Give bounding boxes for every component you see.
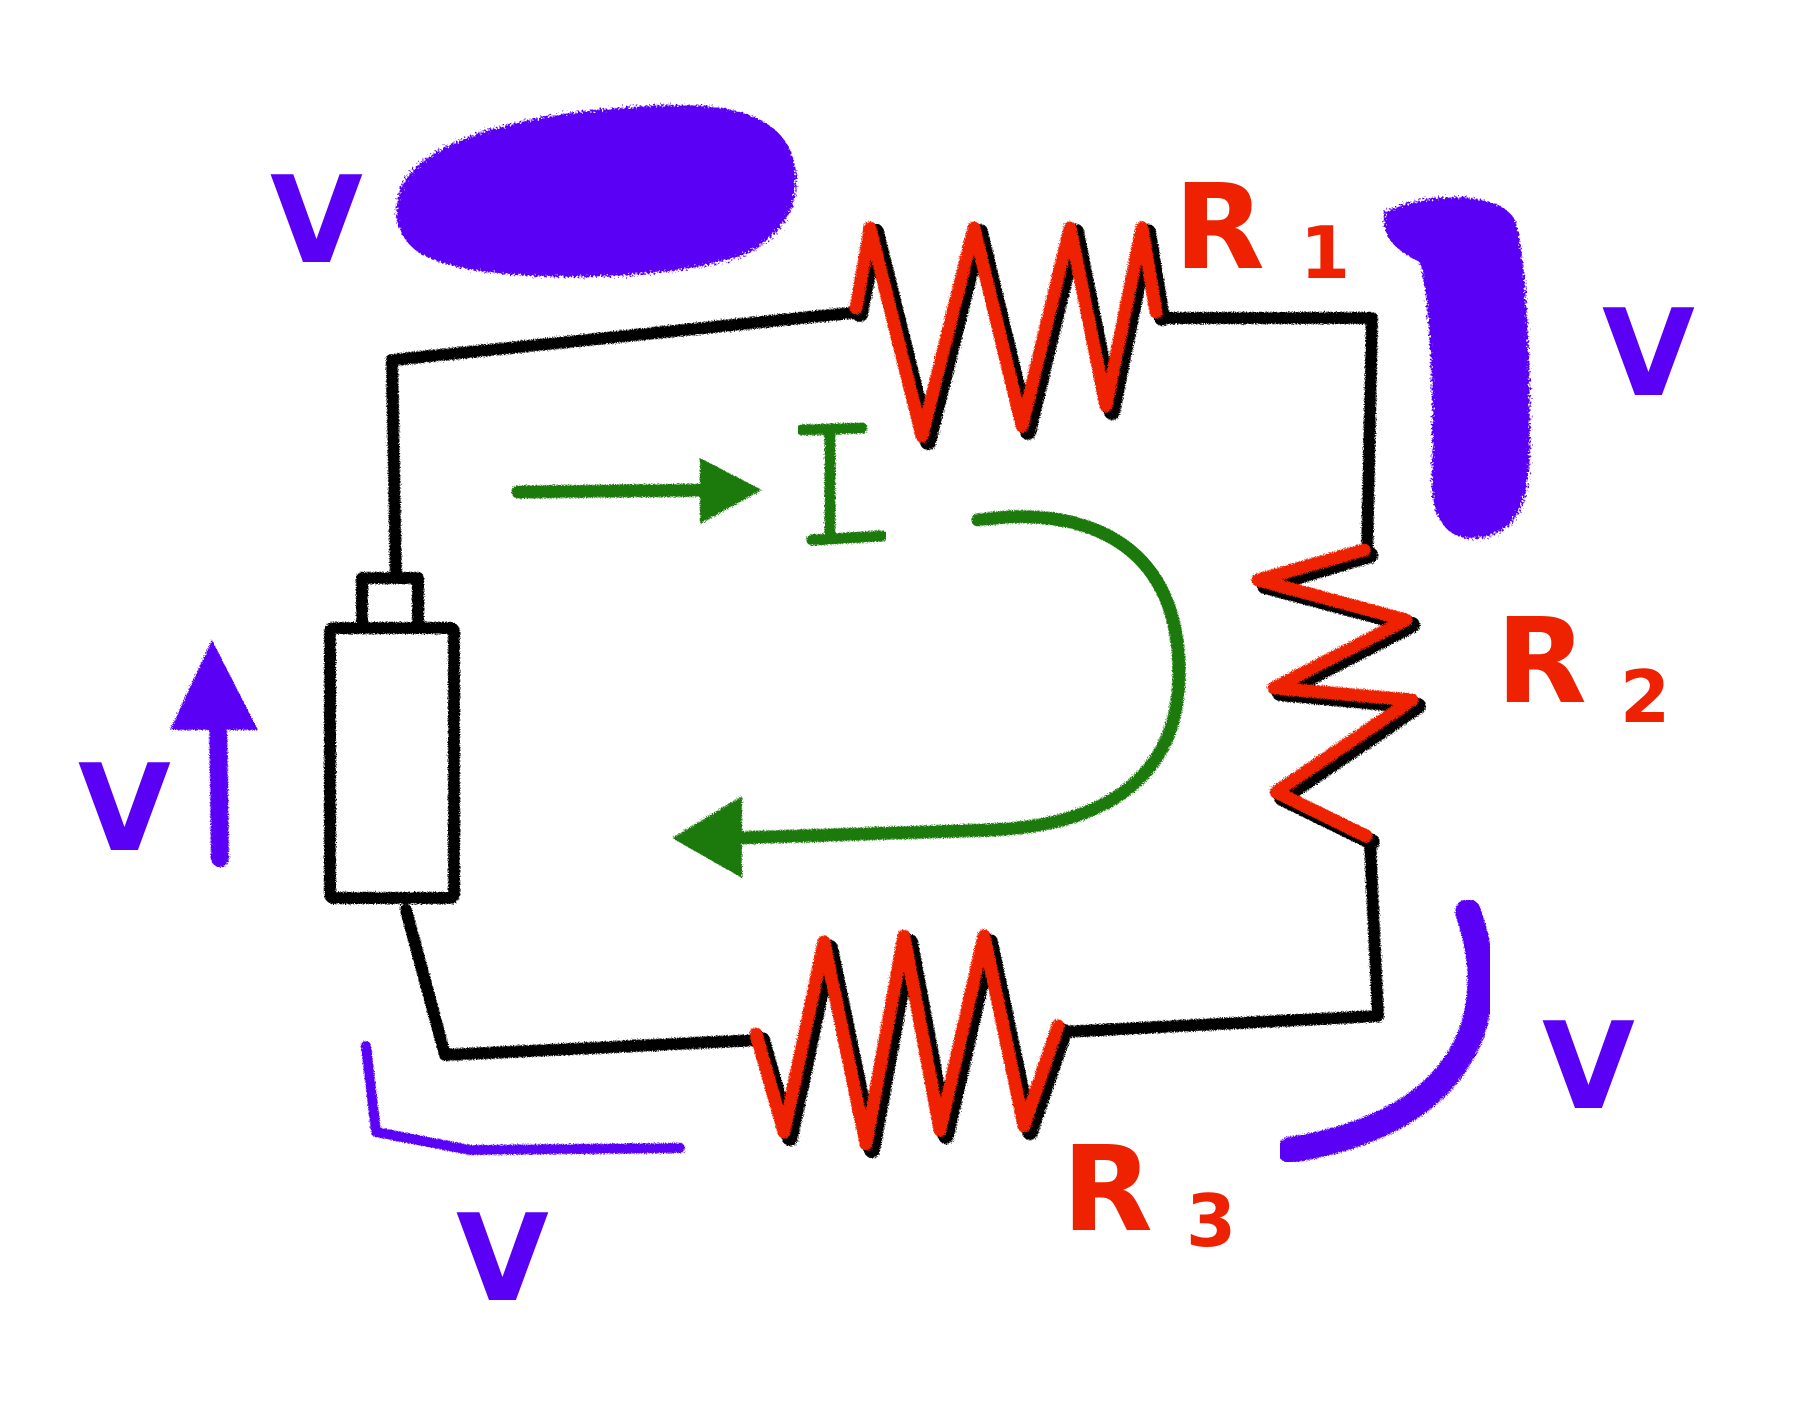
r2-subscript: 2 [1620, 655, 1670, 739]
current-arrow-top [511, 458, 762, 524]
source-voltage: V [78, 640, 258, 879]
voltage-right-top-label: V [1602, 285, 1695, 424]
r3-subscript: 3 [1186, 1179, 1236, 1263]
r1-subscript: 1 [1300, 211, 1350, 295]
resistor-r3 [749, 929, 1072, 1158]
current-arrow-loop [672, 510, 1186, 878]
wire-top-left [386, 306, 866, 586]
voltage-bracket-bottom [361, 1041, 685, 1155]
resistor-label-r1: R 1 [1174, 158, 1350, 296]
redaction-blob-right [1384, 197, 1530, 539]
voltage-right-bottom-label: V [1542, 998, 1635, 1137]
voltage-bracket-right-bottom [1277, 899, 1494, 1163]
wire-top-right [1154, 312, 1378, 561]
battery-icon [324, 572, 460, 904]
voltage-top-left-label: V [270, 152, 363, 291]
resistor-label-r2: R 2 [1496, 592, 1670, 739]
current-symbol [796, 422, 888, 546]
arrow-icon [170, 640, 258, 867]
source-voltage-label: V [78, 740, 171, 879]
r1-letter: R [1174, 158, 1265, 296]
resistor-label-r3: R 3 [1062, 1120, 1236, 1263]
wire-right-bottom [1056, 836, 1384, 1038]
r3-letter: R [1062, 1120, 1153, 1258]
r2-letter: R [1496, 592, 1587, 730]
resistor-r1 [849, 221, 1170, 450]
circuit-wires [386, 306, 1384, 1061]
redaction-blob [396, 104, 797, 278]
wire-bottom-left [400, 904, 764, 1061]
resistor-r2 [1251, 543, 1426, 850]
voltage-bottom-label: V [456, 1190, 549, 1329]
